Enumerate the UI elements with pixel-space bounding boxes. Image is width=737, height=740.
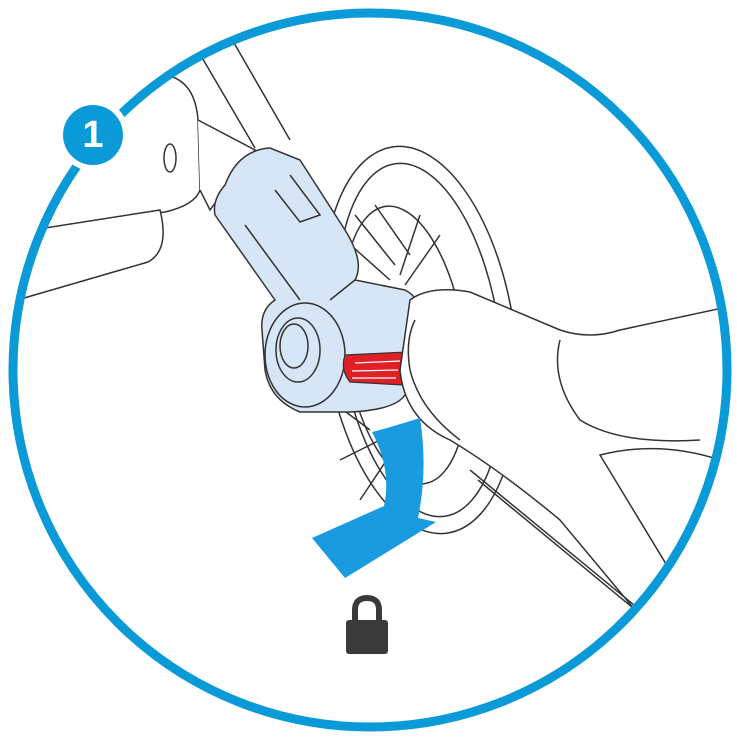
lock-closed-icon <box>346 598 388 654</box>
release-tab <box>343 352 408 385</box>
step-number-badge: 1 <box>62 104 124 166</box>
step-number: 1 <box>82 116 103 154</box>
